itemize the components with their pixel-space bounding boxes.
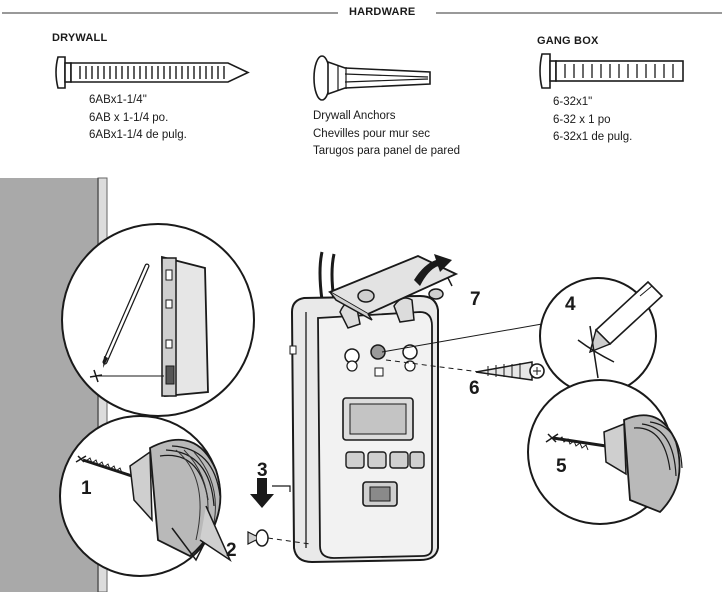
drill-inset-left xyxy=(59,415,232,577)
drywall-spec-list: 6ABx1-1/4" 6AB x 1-1/4 po. 6ABx1-1/4 de … xyxy=(89,92,187,145)
gang-box-screw-icon xyxy=(539,53,684,89)
control-side-view xyxy=(161,255,209,397)
drywall-spec-en: 6ABx1-1/4" xyxy=(89,94,147,106)
drywall-spec-fr: 6AB x 1-1/4 po. xyxy=(89,111,169,124)
step-4-label: 4 xyxy=(565,294,576,315)
bottom-screw xyxy=(247,529,311,547)
step-2-label: 2 xyxy=(226,540,237,561)
step-1-label: 1 xyxy=(81,478,92,499)
step-3-label: 3 xyxy=(257,460,268,481)
gang-box-spec-list: 6-32x1" 6-32 x 1 po 6-32x1 de pulg. xyxy=(553,94,632,147)
anchor-spec-list: Drywall Anchors Chevilles pour mur sec T… xyxy=(313,108,460,161)
arrow-icon xyxy=(414,254,452,286)
gang-box-spec-fr: 6-32 x 1 po xyxy=(553,113,611,126)
header-rule xyxy=(2,12,722,14)
pencil-mark-inset-right xyxy=(381,277,664,395)
anchor-spec-es: Tarugos para panel de pared xyxy=(313,145,461,157)
pencil-icon xyxy=(588,280,664,354)
gang-box-spec-en: 6-32x1" xyxy=(553,96,593,108)
down-arrow-icon xyxy=(250,478,291,508)
wall-control-device xyxy=(289,251,459,564)
pencil-marking-inset xyxy=(61,223,255,417)
anchor-spec-en: Drywall Anchors xyxy=(313,110,396,122)
gang-box-spec-es: 6-32x1 de pulg. xyxy=(553,131,633,143)
hardware-icons xyxy=(55,53,684,101)
header-title: HARDWARE xyxy=(349,6,416,18)
drywall-spec-es: 6ABx1-1/4 de pulg. xyxy=(89,129,187,141)
step-7-label: 7 xyxy=(470,289,481,310)
side-screw xyxy=(385,359,545,381)
drywall-label: DRYWALL xyxy=(52,32,108,44)
drywall-screw-icon xyxy=(55,56,250,89)
drywall-anchor-icon xyxy=(313,55,431,101)
step-6-label: 6 xyxy=(469,378,480,399)
gang-box-label: GANG BOX xyxy=(537,35,599,47)
step-5-label: 5 xyxy=(556,456,567,477)
drill-inset-right xyxy=(527,379,683,525)
anchor-spec-fr: Chevilles pour mur sec xyxy=(313,127,430,140)
